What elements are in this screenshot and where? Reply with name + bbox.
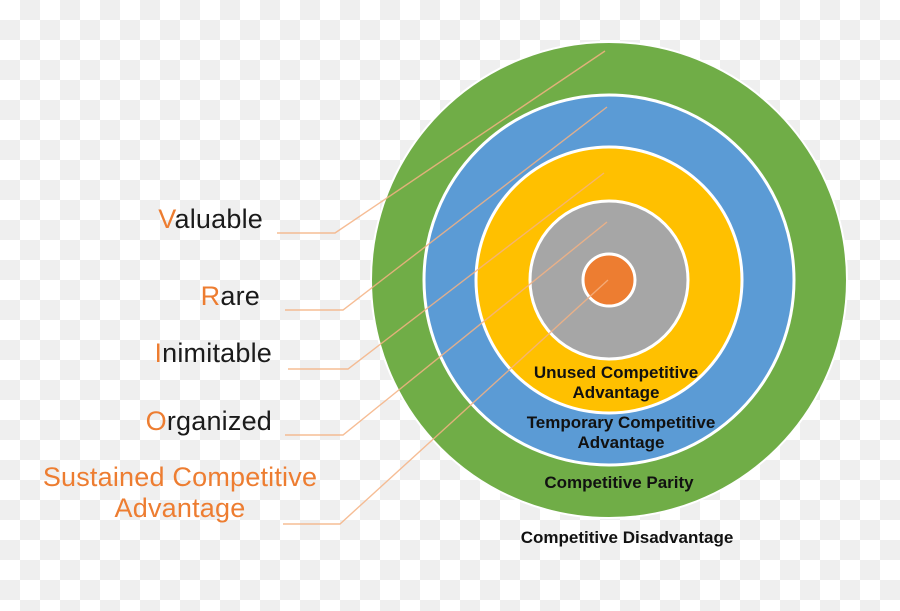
organized-initial-letter: O <box>145 406 167 436</box>
rare-rest: are <box>220 281 260 311</box>
label-sustained-competitive-advantage: Sustained Competitive Advantage <box>28 462 332 524</box>
core-sustained-competitive-advantage <box>581 252 637 308</box>
temporary-line2: Advantage <box>577 433 665 452</box>
connector-valuable <box>277 50 606 234</box>
ring-label-temporary-competitive-advantage: Temporary Competitive Advantage <box>501 413 741 453</box>
rare-initial-letter: R <box>200 281 221 311</box>
unused-line2: Advantage <box>572 383 660 402</box>
sustained-line1: Sustained Competitive <box>42 462 318 492</box>
ring-label-competitive-parity: Competitive Parity <box>499 473 739 493</box>
inimitable-initial-letter: I <box>154 338 163 368</box>
ring-label-unused-competitive-advantage: Unused Competitive Advantage <box>496 363 736 403</box>
valuable-initial-letter: V <box>158 204 175 234</box>
label-inimitable: Inimitable <box>154 338 272 368</box>
parity-line1: Competitive Parity <box>544 473 694 492</box>
temporary-line1: Temporary Competitive <box>526 413 716 432</box>
connector-inimitable <box>288 172 605 370</box>
sustained-line2: Advantage <box>114 493 246 523</box>
connector-sustained <box>283 279 609 525</box>
organized-rest: rganized <box>166 406 272 436</box>
label-organized: Organized <box>146 406 272 436</box>
connector-organized <box>285 221 608 436</box>
ring-label-competitive-disadvantage: Competitive Disadvantage <box>507 528 747 548</box>
unused-line1: Unused Competitive <box>533 363 699 382</box>
inimitable-rest: nimitable <box>162 338 272 368</box>
label-rare: Rare <box>201 281 260 311</box>
valuable-rest: aluable <box>174 204 263 234</box>
disadvantage-line1: Competitive Disadvantage <box>520 528 734 547</box>
label-valuable: Valuable <box>158 204 263 234</box>
connector-rare <box>285 106 608 311</box>
